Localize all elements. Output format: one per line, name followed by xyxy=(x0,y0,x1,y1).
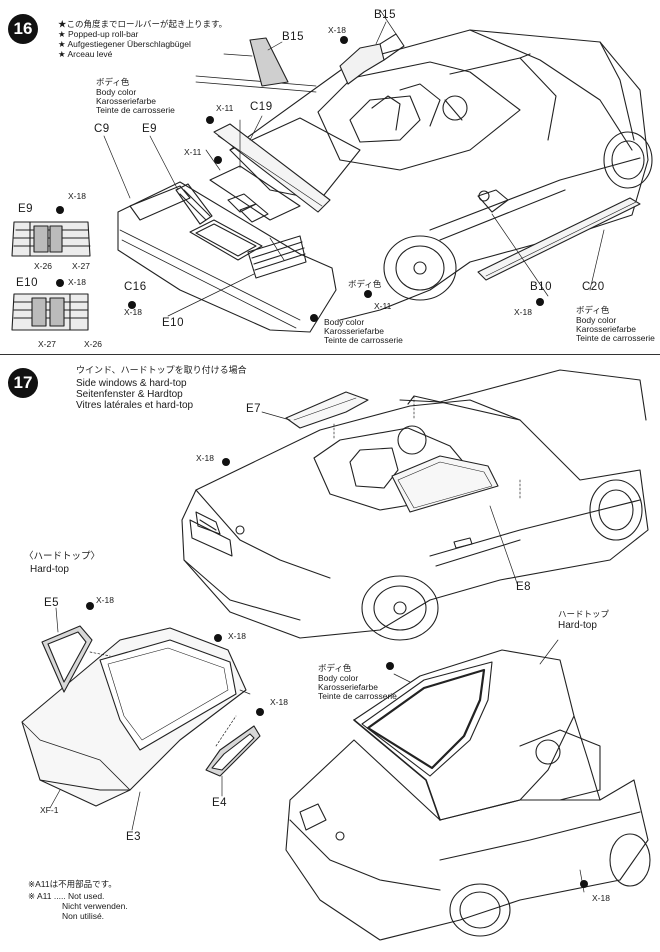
car-with-hardtop xyxy=(285,639,651,941)
footnote-en: ※ A11 ..... Not used. xyxy=(28,891,105,901)
screw-label-x18-e4: X-18 xyxy=(270,697,288,707)
part-label-e9: E9 xyxy=(18,203,34,215)
rear-lamp-e10-detail xyxy=(11,293,89,331)
paint-left-de: Karosseriefarbe xyxy=(96,96,157,106)
hardtop-label-jp: ハードトップ xyxy=(558,609,610,619)
screw-label-x18-e7: X-18 xyxy=(196,453,214,463)
screw-label-x18-bottom-right: X-18 xyxy=(592,893,610,903)
screw-label-x11-a: X-11 xyxy=(216,103,234,113)
paint-right-en: Body color xyxy=(576,315,617,325)
step17-title-fr: Vitres latérales et hard-top xyxy=(76,400,194,411)
screw-label-x18-e9: X-18 xyxy=(68,191,86,201)
screw-markers-step17 xyxy=(86,458,588,888)
step17-title-jp: ウインド、ハードトップを取り付ける場合 xyxy=(76,365,247,375)
step17-title-de: Seitenfenster & Hardtop xyxy=(76,389,183,400)
paint-left-jp: ボディ色 xyxy=(96,77,130,87)
screw-label-x18-top: X-18 xyxy=(328,25,346,35)
screw-label-x27-e10: X-27 xyxy=(38,339,56,349)
rollbar-note-de: ★ Aufgestiegener Überschlagbügel xyxy=(58,39,191,49)
footnote-jp: ※A11は不用部品です。 xyxy=(28,879,117,889)
paint-17-jp: ボディ色 xyxy=(318,663,352,673)
paint-bottom-de: Karosseriefarbe xyxy=(324,326,385,336)
rollbar-detail-diagram xyxy=(195,37,317,93)
paint-right-de: Karosseriefarbe xyxy=(576,324,637,334)
paint-bottom-fr: Teinte de carrosserie xyxy=(324,335,403,345)
part-label-e3: E3 xyxy=(126,831,142,843)
screw-label-x26-e10: X-26 xyxy=(84,339,102,349)
step17-title-en: Side windows & hard-top xyxy=(76,378,187,389)
screw-label-x18-e10: X-18 xyxy=(68,277,86,287)
part-label-e7: E7 xyxy=(246,403,262,415)
part-label-c19: C19 xyxy=(250,101,273,113)
section-divider xyxy=(0,354,660,355)
part-label-b15: B15 xyxy=(374,9,396,21)
part-label-xf1: XF-1 xyxy=(40,805,59,815)
screw-label-x18-b10: X-18 xyxy=(514,307,532,317)
part-label-e9-top: E9 xyxy=(142,123,158,135)
part-label-e10-bottom: E10 xyxy=(162,317,184,329)
screw-label-x18-e5: X-18 xyxy=(96,595,114,605)
hardtop-heading-en: Hard-top xyxy=(30,564,69,575)
paint-bottom-jp: ボディ色 xyxy=(348,279,382,289)
convertible-car-step17 xyxy=(181,369,649,641)
rollbar-note-jp: ★この角度までロールバーが起き上ります。 xyxy=(58,19,228,29)
rear-bumper-assembly-step16 xyxy=(117,119,337,333)
step-number-16: 16 xyxy=(8,14,38,44)
paint-17-fr: Teinte de carrosserie xyxy=(318,691,397,701)
footnote-de: Nicht verwenden. xyxy=(62,901,128,911)
paint-left-en: Body color xyxy=(96,87,137,97)
step-number-17: 17 xyxy=(8,368,38,398)
rollbar-note-fr: ★ Arceau levé xyxy=(58,49,113,59)
screw-label-x18-hardtop: X-18 xyxy=(228,631,246,641)
part-label-e8: E8 xyxy=(516,581,532,593)
part-label-b15-detail: B15 xyxy=(282,31,304,43)
paint-17-en: Body color xyxy=(318,673,359,683)
hardtop-parts-exploded xyxy=(21,625,261,807)
part-label-c9: C9 xyxy=(94,123,110,135)
part-label-c20: C20 xyxy=(582,281,605,293)
hardtop-label-en: Hard-top xyxy=(558,620,597,631)
part-label-e5: E5 xyxy=(44,597,60,609)
convertible-car-step16 xyxy=(229,9,653,321)
screw-label-x18-c16: X-18 xyxy=(124,307,142,317)
paint-right-fr: Teinte de carrosserie xyxy=(576,333,655,343)
paint-17-de: Karosseriefarbe xyxy=(318,682,379,692)
screw-label-x27-e9: X-27 xyxy=(72,261,90,271)
footnote-fr: Non utilisé. xyxy=(62,911,105,921)
hardtop-heading-jp: 〈ハードトップ〉 xyxy=(24,551,101,562)
part-label-e10: E10 xyxy=(16,277,38,289)
screw-label-x11-c: X-11 xyxy=(374,301,392,311)
part-label-b10: B10 xyxy=(530,281,552,293)
paint-bottom-en: Body color xyxy=(324,317,365,327)
rollbar-note-en: ★ Popped-up roll-bar xyxy=(58,29,139,39)
part-label-c16: C16 xyxy=(124,281,147,293)
rear-lamp-e9-detail xyxy=(11,221,91,257)
screw-label-x11-b: X-11 xyxy=(184,147,202,157)
label-leaders xyxy=(49,21,605,831)
paint-left-fr: Teinte de carrosserie xyxy=(96,105,175,115)
part-label-e4: E4 xyxy=(212,797,228,809)
screw-label-x26-e9: X-26 xyxy=(34,261,52,271)
screw-markers-step16 xyxy=(56,36,544,322)
paint-right-jp: ボディ色 xyxy=(576,305,610,315)
